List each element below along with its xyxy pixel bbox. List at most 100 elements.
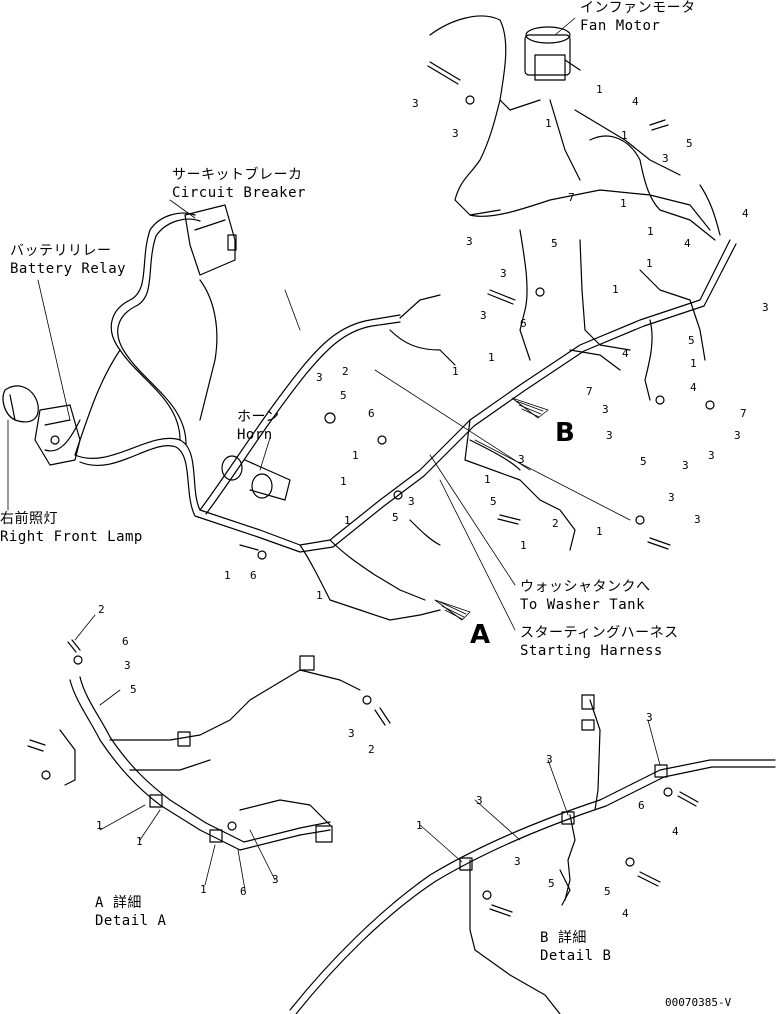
- callout: 1: [416, 819, 423, 832]
- callout: 7: [740, 407, 747, 420]
- callout: 3: [646, 711, 653, 724]
- center-harness: [199, 294, 456, 515]
- callout: 3: [662, 152, 669, 165]
- callout: 2: [98, 603, 105, 616]
- callout: 6: [368, 407, 375, 420]
- callout: 1: [612, 283, 619, 296]
- callout: 3: [514, 855, 521, 868]
- callout: 3: [500, 267, 507, 280]
- callout: 3: [316, 371, 323, 384]
- callout: 1: [136, 835, 143, 848]
- right-front-lamp: [2, 385, 39, 423]
- callout: 3: [546, 753, 553, 766]
- callout: 6: [638, 799, 645, 812]
- callout: 3: [412, 97, 419, 110]
- fan-motor: [524, 26, 581, 81]
- drawing-code: 00070385-V: [665, 996, 732, 1009]
- callout: 4: [672, 825, 679, 838]
- callout: 3: [708, 449, 715, 462]
- callout: 1: [646, 257, 653, 270]
- callout: 6: [520, 317, 527, 330]
- callout: 7: [568, 191, 575, 204]
- callout: 2: [342, 365, 349, 378]
- detail-b-leaders: [419, 719, 661, 863]
- callout: 3: [476, 794, 483, 807]
- callout: 1: [545, 117, 552, 130]
- callout: 5: [551, 237, 558, 250]
- view-arrow-a: [434, 599, 471, 621]
- callout: 1: [596, 83, 603, 96]
- callout: 1: [620, 197, 627, 210]
- washer-tank-label-en: To Washer Tank: [520, 597, 646, 613]
- callout: 1: [621, 129, 628, 142]
- callout: 3: [682, 459, 689, 472]
- horn: [221, 455, 291, 501]
- callout: 1: [596, 525, 603, 538]
- washer-tank-label-jp: ウォッシャタンクへ: [520, 579, 651, 595]
- callout: 3: [466, 235, 473, 248]
- main-harness: [74, 239, 737, 553]
- callout: 4: [690, 381, 697, 394]
- callout: 1: [352, 449, 359, 462]
- fan-motor-label-jp: インファンモータ: [580, 0, 696, 16]
- callout: 1: [340, 475, 347, 488]
- detail-a-leaders: [74, 614, 276, 891]
- callout: 3: [518, 453, 525, 466]
- circuit-breaker-label-jp: サーキットブレーカ: [172, 167, 303, 183]
- callout: 4: [742, 207, 749, 220]
- callout: 5: [548, 877, 555, 890]
- detail-a-label-en: Detail A: [95, 913, 167, 929]
- callout: 1: [520, 539, 527, 552]
- callout: 6: [122, 635, 129, 648]
- view-b-letter: B: [555, 418, 575, 448]
- callout: 3: [408, 495, 415, 508]
- callout: 7: [586, 385, 593, 398]
- fan-motor-harness: [429, 15, 721, 401]
- callout: 4: [684, 237, 691, 250]
- callout: 3: [272, 873, 279, 886]
- starting-harness-label-jp: スターティングハーネス: [520, 625, 679, 641]
- callout: 1: [488, 351, 495, 364]
- battery-relay: [34, 404, 81, 466]
- callout: 1: [484, 473, 491, 486]
- view-arrow-b: [511, 397, 549, 419]
- detail-b-drawing: [289, 694, 776, 1014]
- callout: 1: [200, 883, 207, 896]
- callout: 3: [694, 513, 701, 526]
- detail-a-drawing: [27, 639, 391, 851]
- callout: 4: [622, 907, 629, 920]
- callout: 3: [452, 127, 459, 140]
- callout: 1: [344, 514, 351, 527]
- callout: 5: [688, 334, 695, 347]
- callout: 5: [686, 137, 693, 150]
- callout: 3: [348, 727, 355, 740]
- battery-relay-label-jp: バッテリリレー: [10, 243, 112, 259]
- callout: 5: [130, 683, 137, 696]
- callout: 1: [224, 569, 231, 582]
- callout: 1: [647, 225, 654, 238]
- callout: 1: [96, 819, 103, 832]
- detail-b-label-jp: B 詳細: [540, 930, 587, 946]
- callout: 5: [640, 455, 647, 468]
- lower-harness: [299, 419, 576, 621]
- starting-harness-label-en: Starting Harness: [520, 643, 663, 659]
- callout: 3: [668, 491, 675, 504]
- callout: 5: [392, 511, 399, 524]
- callout: 1: [316, 589, 323, 602]
- callout: 6: [240, 885, 247, 898]
- battery-relay-label-en: Battery Relay: [10, 261, 127, 277]
- callout: 3: [762, 301, 769, 314]
- callout: 1: [452, 365, 459, 378]
- horn-label-en: Horn: [237, 427, 273, 443]
- fan-motor-label-en: Fan Motor: [580, 18, 661, 34]
- callout: 3: [606, 429, 613, 442]
- callout: 5: [490, 495, 497, 508]
- callout: 3: [480, 309, 487, 322]
- callout: 3: [124, 659, 131, 672]
- callout: 2: [368, 743, 375, 756]
- upper-left-harness: [44, 212, 218, 456]
- callout: 2: [552, 517, 559, 530]
- callout: 5: [604, 885, 611, 898]
- callout: 1: [690, 357, 697, 370]
